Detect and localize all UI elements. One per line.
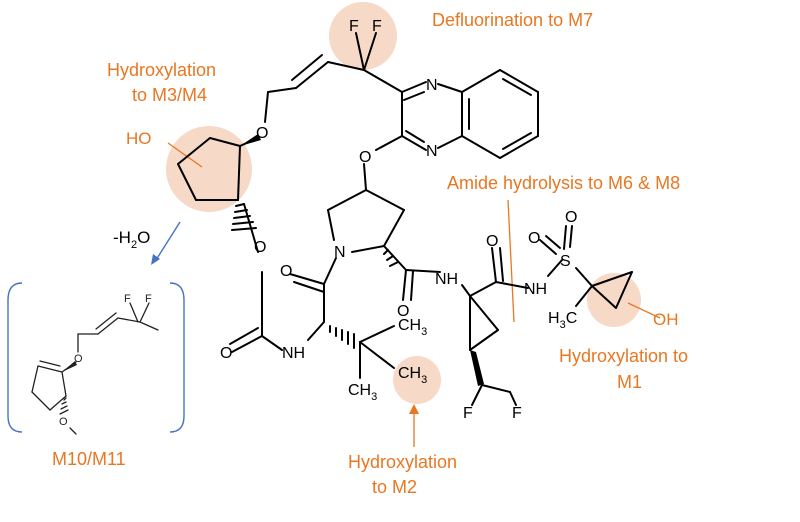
svg-text:HO: HO — [126, 129, 152, 148]
dehydration-arrow-head — [151, 254, 160, 265]
dehydration-label: -H2O — [113, 228, 150, 251]
svg-text:CH3: CH3 — [398, 317, 427, 338]
svg-text:NH: NH — [282, 345, 305, 362]
svg-text:O: O — [74, 353, 83, 365]
svg-text:O: O — [397, 303, 409, 320]
difluoro-highlight — [329, 2, 397, 70]
left-bracket — [7, 282, 23, 433]
product-structure — [31, 302, 159, 435]
svg-text:F: F — [349, 18, 359, 35]
svg-text:H3C: H3C — [548, 310, 577, 331]
svg-text:S: S — [560, 253, 571, 270]
svg-text:O: O — [254, 239, 266, 256]
hydroxylation-m3m4-line2: to M3/M4 — [132, 85, 207, 105]
main-bonds — [177, 32, 633, 406]
hydroxylation-m1-line1: Hydroxylation to — [559, 346, 688, 366]
svg-text:O: O — [220, 345, 232, 362]
hydroxylation-m1-line2: M1 — [617, 372, 642, 392]
svg-text:F: F — [145, 293, 152, 305]
svg-text:NH: NH — [435, 271, 458, 288]
hashed-wedge-proline — [383, 249, 399, 267]
svg-text:NH: NH — [524, 281, 547, 298]
svg-text:O: O — [359, 149, 371, 166]
svg-text:OH: OH — [653, 310, 679, 329]
svg-text:O: O — [486, 233, 498, 250]
amide-cut-line — [507, 199, 515, 323]
product-label: M10/M11 — [52, 449, 126, 469]
hydroxylation-m2-line1: Hydroxylation — [348, 452, 457, 472]
methyl-highlight — [393, 356, 441, 404]
svg-text:F: F — [512, 405, 522, 422]
svg-text:O: O — [59, 416, 68, 428]
ho-leader — [167, 142, 203, 168]
svg-text:CH3: CH3 — [398, 365, 427, 386]
right-bracket — [169, 282, 185, 433]
svg-text:F: F — [372, 18, 382, 35]
svg-text:O: O — [565, 209, 577, 226]
cyclopentyl-highlight — [166, 126, 252, 212]
atom-labels: F F N N O O N O O NH O NH S O O O NH O F… — [126, 18, 679, 422]
oh-leader — [627, 302, 661, 319]
svg-text:O: O — [528, 230, 540, 247]
svg-text:N: N — [426, 143, 438, 160]
svg-text:F: F — [124, 293, 131, 305]
svg-text:N: N — [426, 77, 438, 94]
hydroxylation-m3m4-line1: Hydroxylation — [107, 60, 216, 80]
hashed-wedge-carbamate — [231, 203, 257, 231]
svg-text:N: N — [334, 244, 346, 261]
svg-text:O: O — [280, 263, 292, 280]
svg-text:O: O — [256, 125, 268, 142]
hydroxylation-m2-line2: to M2 — [372, 477, 417, 497]
svg-text:F: F — [463, 405, 473, 422]
product-atoms: F F O O — [59, 293, 152, 428]
m2-arrow-head — [409, 404, 419, 414]
dehydration-arrow — [155, 221, 181, 261]
svg-text:CH3: CH3 — [348, 382, 377, 403]
amide-hydrolysis-label: Amide hydrolysis to M6 & M8 — [447, 173, 680, 193]
cyclopropyl-highlight — [587, 273, 641, 327]
defluorination-label: Defluorination to M7 — [432, 10, 593, 30]
